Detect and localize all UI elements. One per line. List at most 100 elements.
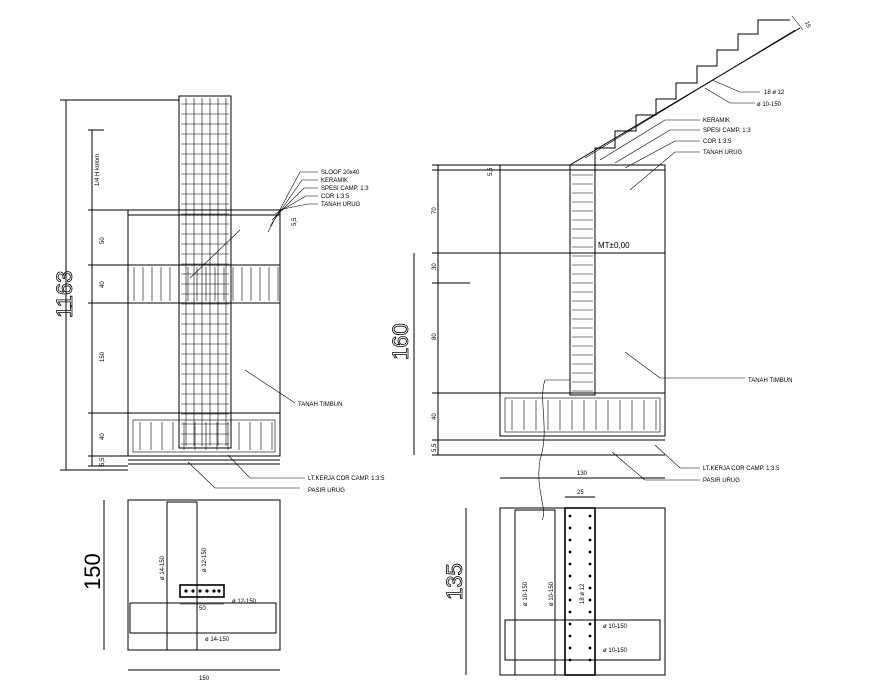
plan-rebar-4: ø 14-150: [205, 637, 230, 643]
r-plan-bar-dot: [568, 586, 572, 590]
stair-rebar: [584, 29, 796, 159]
dim-150-label: 150: [100, 351, 106, 362]
dim-upper-label: 1/4 H kolom: [95, 154, 101, 186]
r-plan-bar-dot: [588, 598, 592, 602]
r-plan-bar-dot: [588, 634, 592, 638]
footing-pad: [127, 412, 281, 457]
plan-col-width-label: 50: [199, 606, 206, 612]
r-plan-bar-dot: [588, 586, 592, 590]
r-leader-tanah-timbun: [624, 351, 661, 379]
right-foundation-plan: 130 25 ø 10-150 ø 10-150 18 ø 12 ø 10-15…: [442, 471, 666, 676]
r-footing-rebar: [504, 397, 661, 433]
stair-end-mark: [791, 15, 804, 31]
stair-callout-bars: 18 ø 12: [764, 90, 785, 96]
column-outline: [178, 95, 232, 449]
r-plan-column-bars: [568, 514, 592, 662]
r-plan-bar-dot: [588, 610, 592, 614]
r-plan-bar-dot: [588, 574, 592, 578]
leader-line: [189, 229, 241, 279]
r-leader-spesi: [614, 129, 700, 164]
r-plan-bar-dot: [568, 622, 572, 626]
left-foundation-plan: 50 ø 14-150 ø 12-150 ø 12-150 ø 14-150 1…: [80, 499, 281, 682]
r-floor-finish: [499, 164, 666, 171]
r-plan-bar-dot: [568, 658, 572, 662]
level-label: MT±0,00: [598, 241, 630, 250]
r-plan-bar-dot: [588, 514, 592, 518]
backfill-zone: [127, 302, 281, 414]
r-callout-pasir-urug: PASIR URUG: [703, 478, 740, 484]
r-plan-bar-dot: [568, 526, 572, 530]
callout-cor: COR 1:3:5: [321, 194, 350, 200]
r-plan-bar-dot: [568, 562, 572, 566]
r-plan-bar-dot: [568, 574, 572, 578]
r-callout-tanah-urug: TANAH URUG: [703, 150, 743, 156]
leader-tanah-urug: [277, 203, 318, 211]
r-leader-tanah-urug: [629, 151, 700, 191]
r-leader-cor: [624, 140, 700, 169]
stair-slab-bottom: [569, 27, 801, 166]
corner-mark: 15: [803, 21, 811, 30]
callout-spesi: SPESI CAMP. 1:3: [321, 186, 369, 192]
dim-50-label: 50: [100, 237, 106, 244]
footing-bars: [139, 422, 273, 450]
leader-stair-bars: [711, 79, 760, 93]
r-plan-dim-top: 130: [577, 471, 588, 477]
column-reinforcement-mesh: [181, 98, 229, 446]
r-dim-30: 30: [432, 263, 438, 270]
r-label-tanah-timbun: TANAH TIMBUN: [748, 378, 792, 384]
r-callout-keramik: KERAMIK: [703, 118, 730, 124]
r-dim-55-top: 5,5: [488, 167, 494, 176]
r-column-ties: [572, 174, 593, 392]
r-plan-strip-horizontal: [504, 619, 661, 661]
callout-lt-kerja: LT.KERJA COR CAMP. 1:3:5: [308, 476, 385, 482]
r-footing-pad: [499, 392, 666, 437]
r-dim-40: 40: [432, 413, 438, 420]
dim-chain-ticks: [88, 129, 128, 467]
r-plan-bar-dot: [588, 658, 592, 662]
plan-dim-bottom: 150: [199, 676, 210, 682]
plan-rebar-strip-vertical: [166, 501, 198, 651]
r-plan-bar-dot: [568, 514, 572, 518]
callout-sloof: SLOOF 20x40: [321, 170, 360, 176]
plan-rebar-strip-horizontal: [129, 602, 277, 634]
leader-cor: [274, 195, 318, 215]
stair-callout-stirrups: ø 10-150: [757, 102, 782, 108]
r-plan-bar-dot: [568, 634, 572, 638]
plan-dim-side: 150: [80, 553, 105, 590]
r-fill-soil: [499, 169, 666, 254]
callout-keramik: KERAMIK: [321, 178, 348, 184]
r-plan-rebar-3: 18 ø 12: [580, 583, 586, 604]
r-callout-lt-kerja: LT.KERJA COR CAMP. 1:3:5: [703, 466, 780, 472]
r-dim-80: 80: [432, 333, 438, 340]
r-leader-pasir: [611, 451, 700, 481]
r-leader-keramik: [599, 119, 700, 161]
r-plan-bar-dot: [588, 526, 592, 530]
r-dim-chain-ticks: [432, 164, 500, 456]
r-plan-bar-dot: [588, 646, 592, 650]
left-foundation-section: SLOOF 20x40 KERAMIK SPESI CAMP. 1:3 COR …: [52, 95, 385, 494]
fill-soil-upper: [127, 214, 281, 266]
plan-rebar-2: ø 12-150: [202, 547, 208, 572]
r-plan-rebar-1: ø 10-150: [523, 581, 529, 606]
r-plan-rebar-2: ø 10-150: [549, 581, 555, 606]
r-plan-bar-dot: [588, 538, 592, 542]
r-plan-bar-dot: [588, 562, 592, 566]
r-dim-70: 70: [432, 207, 438, 214]
r-plan-dim-inner: 25: [577, 490, 584, 496]
r-plan-dim-side: 135: [442, 563, 467, 600]
r-plan-bar-dot: [568, 610, 572, 614]
stair-steps: [570, 19, 790, 166]
r-plan-rebar-4: ø 10-150: [603, 624, 628, 630]
callout-tanah-urug: TANAH URUG: [321, 202, 361, 208]
footing-rebar: [132, 419, 276, 453]
r-plan-bar-dot: [588, 550, 592, 554]
r-footing-bars: [511, 400, 657, 430]
r-plan-bar-dot: [568, 598, 572, 602]
sloof-stirrups: [133, 267, 279, 301]
small-dim-label: 5,5: [292, 217, 298, 226]
plan-rebar-1: ø 14-150: [160, 555, 166, 580]
dim-55-label: 5,5: [100, 457, 106, 466]
plan-column: [179, 584, 225, 598]
r-dim-total: 160: [388, 323, 413, 360]
